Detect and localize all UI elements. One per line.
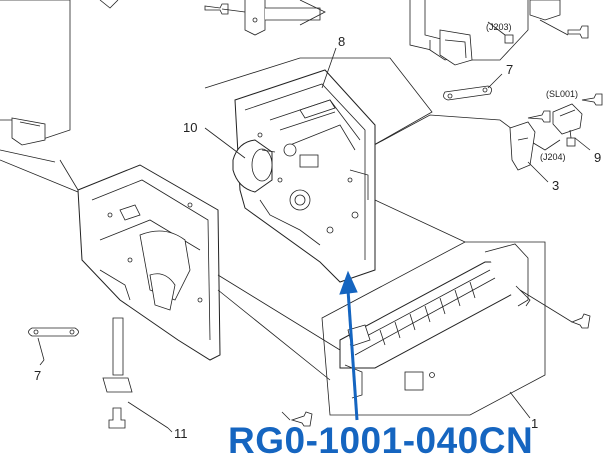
top-screw	[204, 3, 246, 15]
paper-guide-tray	[339, 243, 531, 399]
blue-arrow	[339, 270, 359, 421]
top-bracket	[99, 0, 326, 36]
tag-j204: (J204)	[540, 152, 566, 162]
callout-8: 8	[338, 34, 345, 49]
link-arm-left	[28, 327, 79, 361]
leader-7-top	[487, 73, 503, 89]
connector-lines	[59, 159, 466, 381]
part-number-label: RG0-1001-040CN	[228, 420, 534, 461]
left-frame-panel	[0, 0, 71, 146]
tray-screws	[281, 289, 591, 427]
sensor-bracket	[509, 121, 536, 171]
callout-7-top: 7	[506, 62, 513, 77]
callout-1: 1	[531, 416, 538, 431]
bottom-screw-11	[108, 401, 169, 429]
callout-7-left: 7	[34, 368, 41, 383]
leader-10	[204, 127, 246, 159]
group-outline-sensor	[364, 114, 561, 151]
leader-left-mid	[0, 159, 79, 193]
motor	[232, 139, 276, 193]
leader-1	[509, 391, 531, 419]
leader-3	[527, 161, 549, 183]
leader-8	[321, 47, 337, 89]
tag-j203: (J203)	[486, 22, 512, 32]
main-plate-assembly	[234, 69, 376, 283]
leader-11	[167, 427, 173, 433]
callout-10: 10	[183, 120, 197, 135]
sensor-screws	[527, 93, 603, 123]
link-arm-top	[443, 85, 492, 101]
leader-left-top	[0, 149, 56, 163]
callout-11: 11	[174, 426, 188, 441]
foot-stand	[102, 317, 133, 393]
top-right-screw	[567, 25, 589, 39]
j203-assembly	[424, 0, 569, 66]
left-frame-assembly	[77, 164, 221, 361]
callout-9: 9	[594, 150, 601, 165]
leader-9	[574, 137, 591, 151]
tag-sl001: (SL001)	[546, 89, 578, 99]
leader-7-left	[39, 359, 45, 366]
sensor-sl001	[552, 103, 583, 147]
callout-3: 3	[552, 178, 559, 193]
